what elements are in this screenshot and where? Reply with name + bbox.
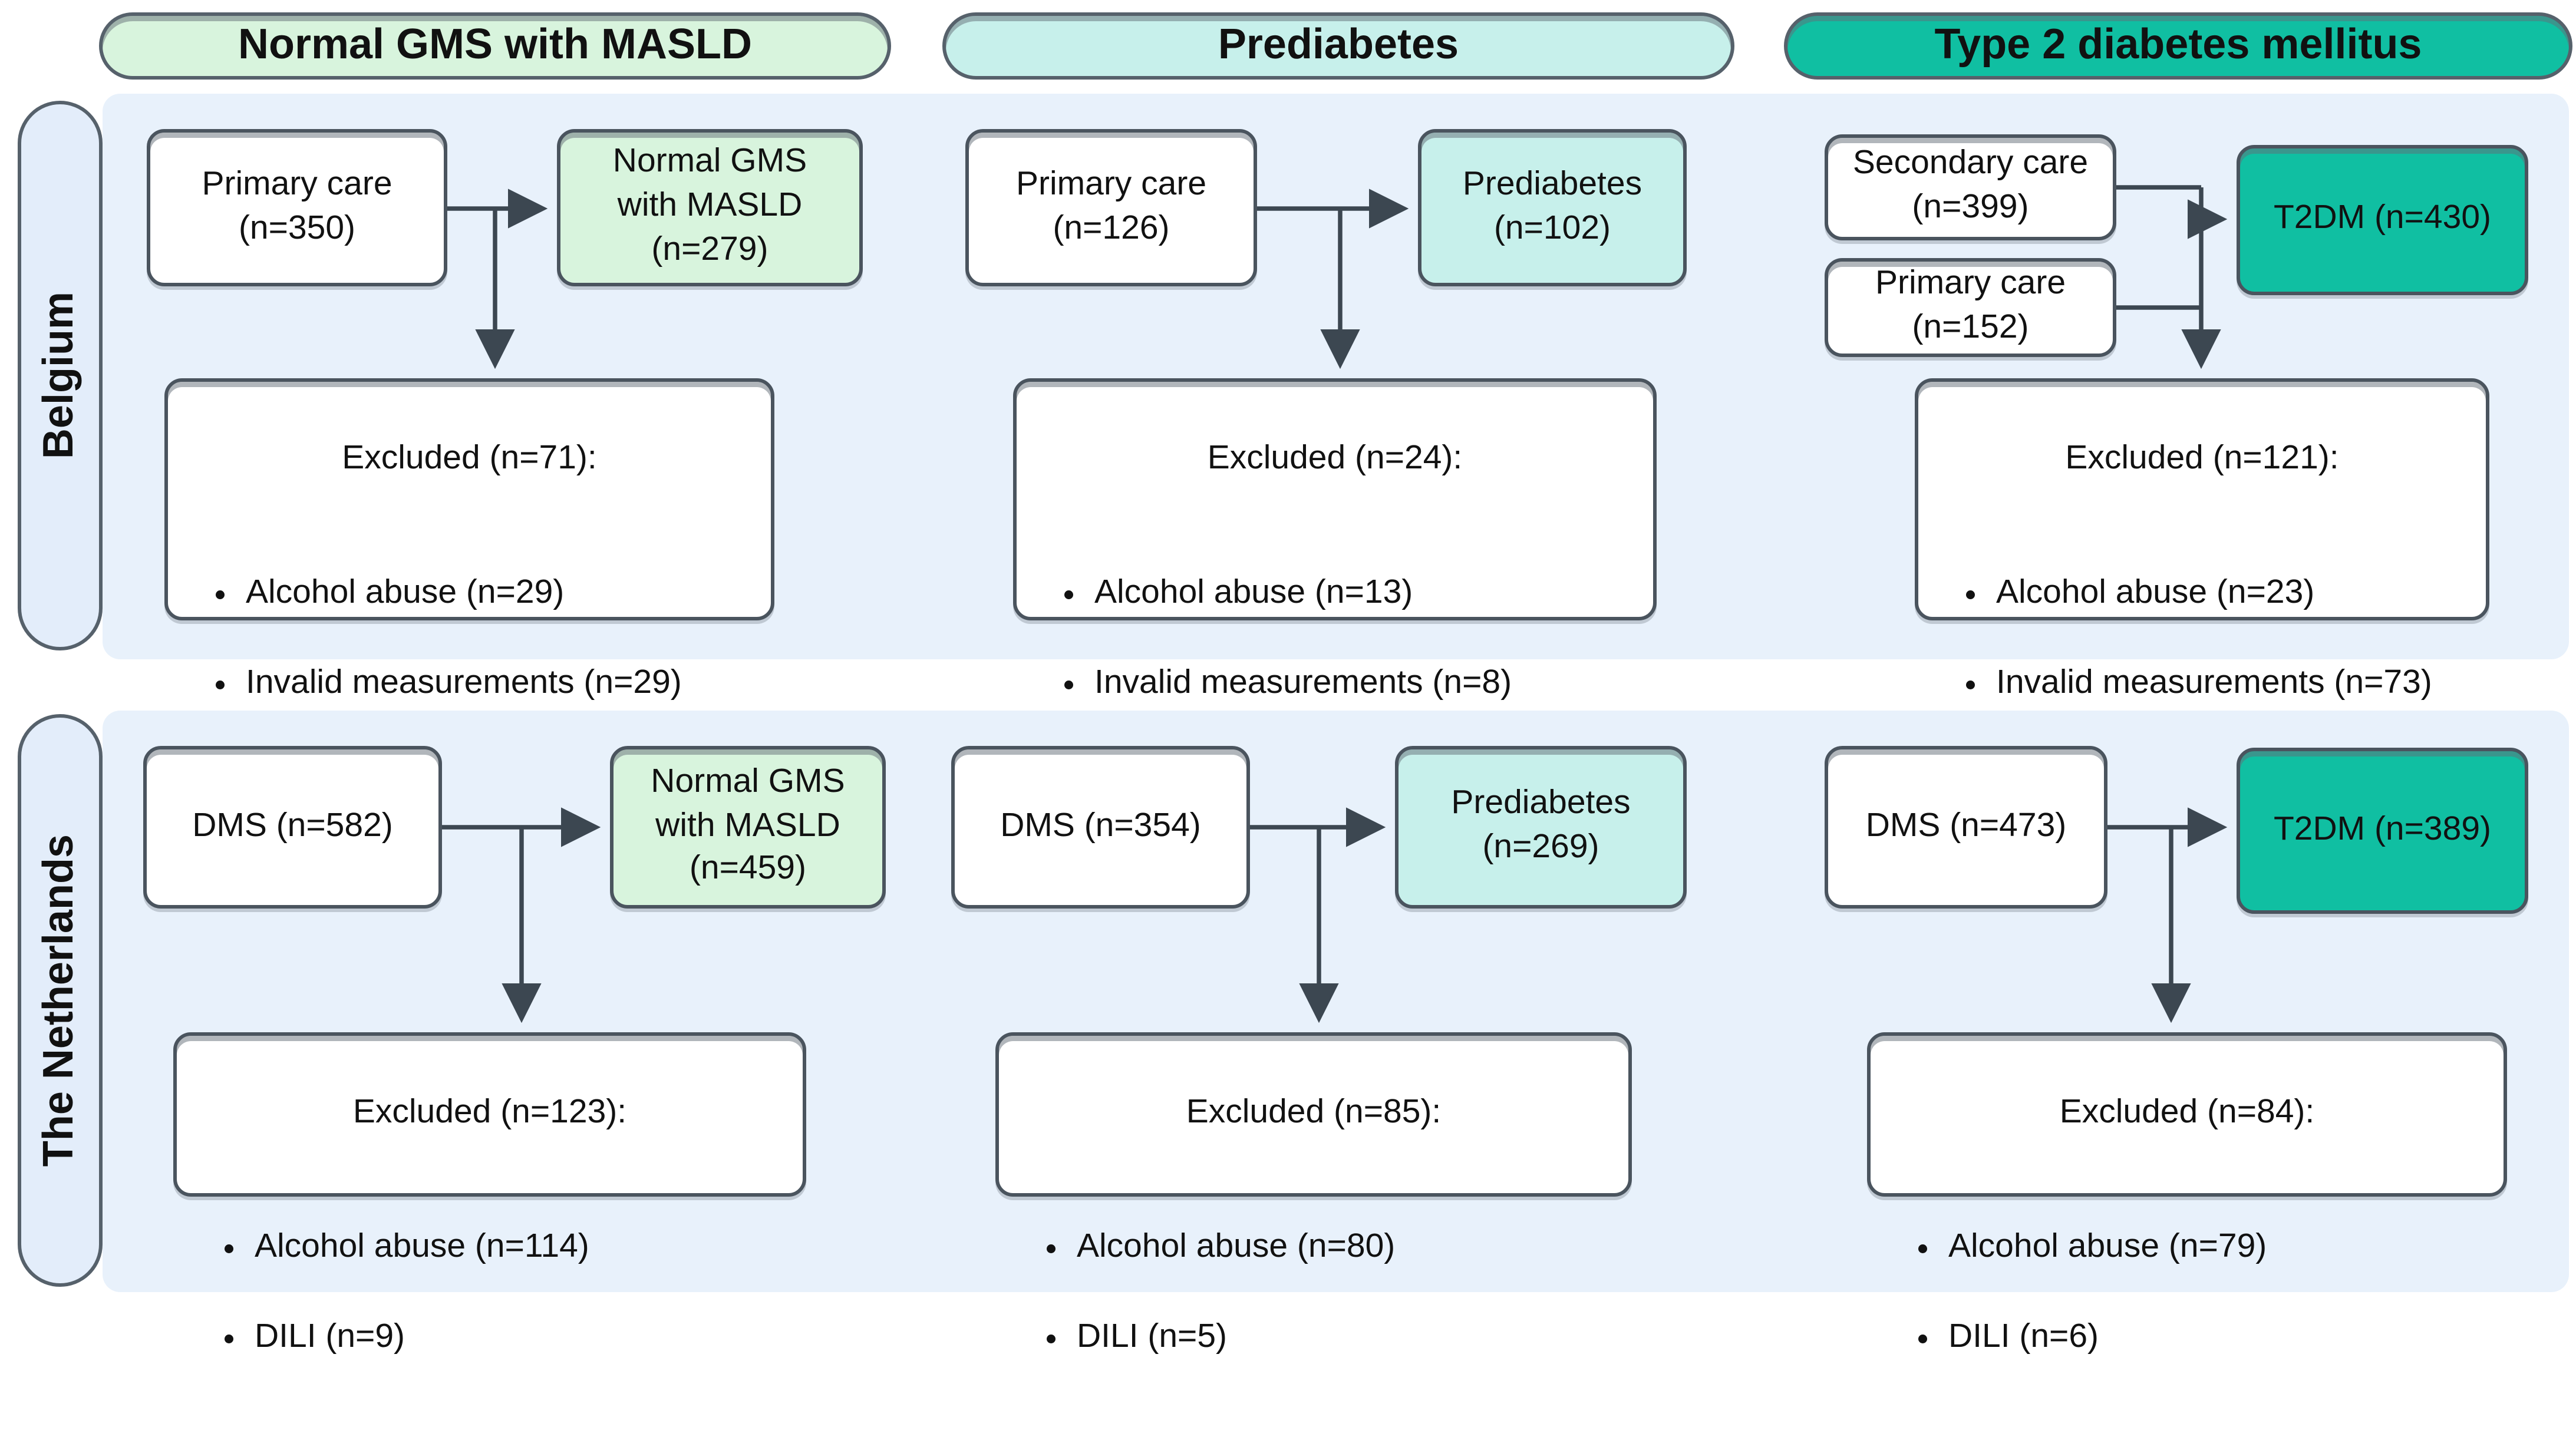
excluded-box-be-t2dm: Excluded (n=121): Alcohol abuse (n=23) I… [1915,378,2489,884]
excluded-box-nl-masld: Excluded (n=123): Alcohol abuse (n=114) … [173,1032,806,1356]
outcome-box-nl-normal-gms-masld: Normal GMS with MASLD (n=459) [610,746,886,909]
excluded-box-nl-t2dm: Excluded (n=84): Alcohol abuse (n=79) DI… [1867,1032,2507,1356]
excluded-item: Invalid measurements (n=29) [246,663,753,706]
column-header-prediabetes: Prediabetes [942,12,1734,80]
row-label-netherlands-text: The Netherlands [35,834,83,1167]
outcome-box-be-prediabetes: Prediabetes (n=102) [1418,129,1687,286]
source-box-be-primary-care-prediabetes: Primary care (n=126) [965,129,1257,286]
excluded-item: Alcohol abuse (n=79) [1948,1226,2486,1270]
excluded-item: Invalid measurements (n=73) [1996,663,2468,706]
source-box-nl-dms-t2dm: DMS (n=473) [1825,746,2107,909]
excluded-title: Excluded (n=123): [352,1094,627,1131]
excluded-item: Alcohol abuse (n=23) [1996,572,2468,616]
row-label-belgium: Belgium [18,101,103,650]
outcome-box-be-normal-gms-masld: Normal GMS with MASLD (n=279) [557,129,863,286]
outcome-box-nl-prediabetes: Prediabetes (n=269) [1395,746,1687,909]
excluded-title: Excluded (n=121): [2065,440,2339,477]
outcome-box-nl-t2dm: T2DM (n=389) [2237,748,2528,914]
excluded-item: Alcohol abuse (n=29) [246,572,753,616]
excluded-item: Alcohol abuse (n=80) [1077,1226,1611,1270]
column-header-type2-diabetes: Type 2 diabetes mellitus [1784,12,2572,80]
column-header-normal-gms-masld: Normal GMS with MASLD [99,12,891,80]
excluded-title: Excluded (n=71): [342,440,597,477]
excluded-item: Alcohol abuse (n=114) [255,1226,785,1270]
row-label-netherlands: The Netherlands [18,714,103,1287]
source-box-be-primary-care-masld: Primary care (n=350) [147,129,447,286]
excluded-item: Alcohol abuse (n=13) [1094,572,1635,616]
source-box-be-primary-care-t2dm: Primary care (n=152) [1825,258,2116,357]
excluded-title: Excluded (n=24): [1207,440,1463,477]
row-panel-netherlands: DMS (n=582) Normal GMS with MASLD (n=459… [103,711,2569,1356]
excluded-item: DILI (n=6) [1948,1317,2486,1360]
outcome-box-be-t2dm: T2DM (n=430) [2237,145,2528,295]
excluded-box-be-masld: Excluded (n=71): Alcohol abuse (n=29) In… [164,378,774,884]
excluded-item: DILI (n=5) [1077,1317,1611,1360]
source-box-nl-dms-masld: DMS (n=582) [143,746,442,909]
row-label-belgium-text: Belgium [35,292,83,460]
excluded-box-nl-prediabetes: Excluded (n=85): Alcohol abuse (n=80) DI… [995,1032,1632,1356]
source-box-be-secondary-care-t2dm: Secondary care (n=399) [1825,134,2116,240]
excluded-title: Excluded (n=85): [1186,1094,1442,1131]
excluded-list: Alcohol abuse (n=80) DILI (n=5) [1017,1181,1611,1406]
excluded-title: Excluded (n=84): [2059,1094,2315,1131]
study-flowchart: Normal GMS with MASLD Prediabetes Type 2… [0,0,2576,1294]
excluded-item: DILI (n=9) [255,1317,785,1360]
row-panel-belgium: Primary care (n=350) Normal GMS with MAS… [103,94,2569,884]
excluded-list: Alcohol abuse (n=114) DILI (n=9) [194,1181,785,1406]
excluded-list: Alcohol abuse (n=79) DILI (n=6) [1888,1181,2486,1406]
excluded-box-be-prediabetes: Excluded (n=24): Alcohol abuse (n=13) In… [1013,378,1657,884]
source-box-nl-dms-prediabetes: DMS (n=354) [951,746,1250,909]
excluded-item: Invalid measurements (n=8) [1094,663,1635,706]
